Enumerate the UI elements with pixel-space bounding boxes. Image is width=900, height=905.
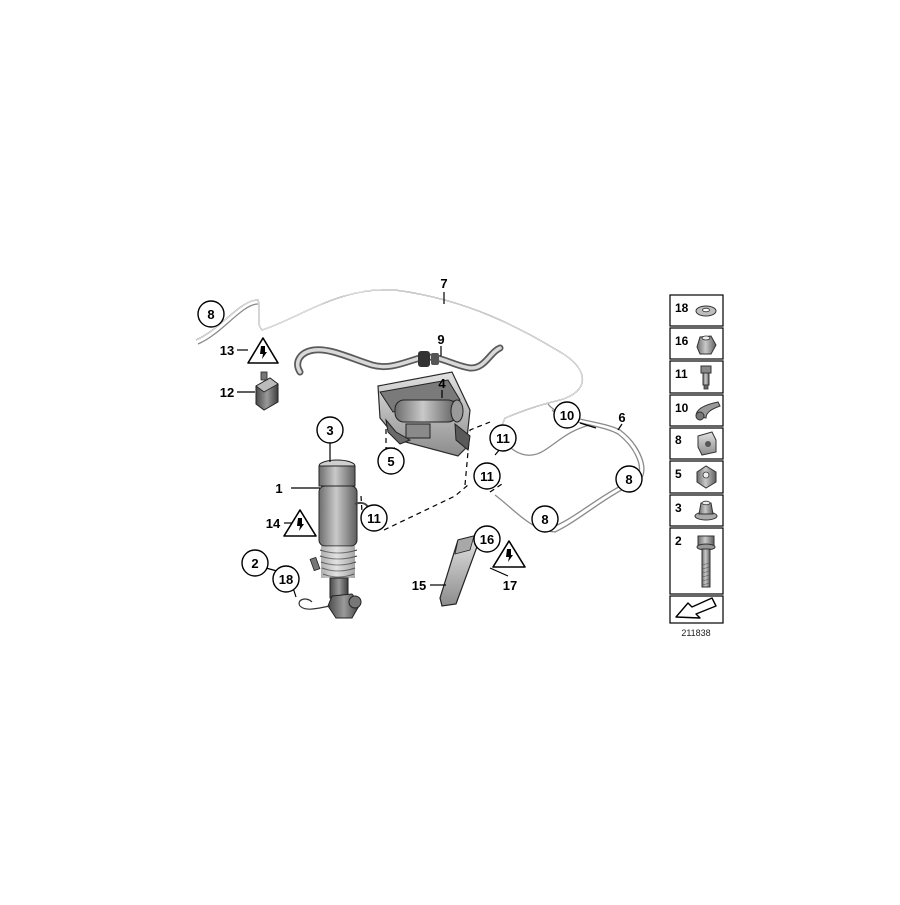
svg-text:2: 2 [251,556,258,571]
svg-text:14: 14 [266,516,281,531]
svg-text:7: 7 [440,276,447,291]
callout-6: 6 [618,410,625,425]
bolt-icon [696,535,716,588]
callout-18: 18 [272,565,300,593]
clip-icon [695,401,721,421]
warning-triangle-17 [492,540,526,568]
callout-5: 5 [377,447,405,475]
callout-17: 17 [503,578,517,593]
cage-nut-icon [696,465,717,489]
callout-16: 16 [473,525,501,553]
control-unit [439,535,479,607]
svg-text:18: 18 [279,572,293,587]
warning-triangle-13 [247,337,279,364]
hose-9 [294,344,504,376]
svg-text:11: 11 [496,431,510,446]
callout-7: 7 [440,276,447,291]
orientation-arrow-icon [675,597,717,619]
diagram-reference-number: 211838 [681,628,710,638]
hardware-legend: 18 16 11 10 8 5 3 2 [669,294,724,638]
callout-14: 14 [266,516,281,531]
bracket-icon [697,431,717,456]
callout-3: 3 [316,416,344,444]
callout-8-c: 8 [531,505,559,533]
svg-text:5: 5 [387,454,394,469]
callout-13: 13 [220,343,234,358]
callout-8-a: 8 [197,300,225,328]
svg-text:1: 1 [275,481,282,496]
legend-item-3: 3 [675,501,682,515]
flange-nut-icon [694,500,718,521]
legend-item-2: 2 [675,534,682,548]
callout-2: 2 [241,549,269,577]
legend-item-5: 5 [675,467,682,481]
svg-text:12: 12 [220,385,234,400]
callout-1: 1 [275,481,282,496]
svg-text:9: 9 [437,332,444,347]
callout-12: 12 [220,385,234,400]
air-line-7 [195,289,584,431]
legend-item-11: 11 [675,367,688,381]
legend-item-10: 10 [675,401,689,415]
air-spring-strut [298,459,370,619]
legend-item-16: 16 [675,334,689,348]
svg-text:11: 11 [480,469,494,484]
warning-triangle-14 [283,509,317,537]
callout-9: 9 [437,332,444,347]
svg-text:10: 10 [560,408,574,423]
nut-icon [696,335,717,355]
legend-item-8: 8 [675,433,682,447]
svg-text:11: 11 [367,511,381,526]
callout-11-b: 11 [473,462,501,490]
washer-icon [695,305,717,317]
svg-text:3: 3 [326,423,333,438]
callout-8-b: 8 [615,465,643,493]
svg-text:8: 8 [207,307,214,322]
svg-text:16: 16 [480,532,494,547]
callout-4: 4 [438,376,446,391]
svg-text:17: 17 [503,578,517,593]
svg-text:15: 15 [412,578,426,593]
callout-11-a: 11 [489,424,517,452]
legend-item-18: 18 [675,301,689,315]
callout-11-c: 11 [360,504,388,532]
compressor-unit [377,371,471,457]
svg-text:8: 8 [541,512,548,527]
svg-text:6: 6 [618,410,625,425]
svg-text:8: 8 [625,472,632,487]
svg-text:4: 4 [438,376,446,391]
callout-15: 15 [412,578,426,593]
valve-icon [700,365,712,390]
svg-text:13: 13 [220,343,234,358]
relay-module [255,371,279,411]
callout-10: 10 [553,401,581,429]
